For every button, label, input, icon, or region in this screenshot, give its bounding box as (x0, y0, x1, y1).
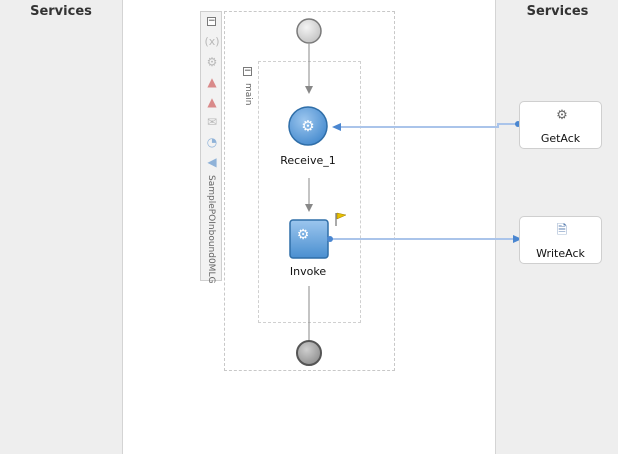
correlation-icon[interactable]: ◀ (207, 155, 217, 169)
scope-collapse-button[interactable]: − (207, 16, 216, 26)
partner-link-icon[interactable]: ▲ (207, 95, 217, 109)
getack-connector[interactable] (332, 121, 521, 131)
invoke-activity[interactable]: ⚙ (289, 219, 329, 259)
left-lane-title: Services (30, 4, 92, 19)
process-scope[interactable] (224, 11, 395, 371)
sequence-name-label: main (243, 83, 253, 106)
gear-icon[interactable]: ⚙ (206, 55, 218, 69)
flag-icon (335, 212, 347, 226)
timer-icon[interactable]: ◔ (206, 135, 218, 149)
end-node[interactable] (296, 340, 322, 366)
writeack-connector[interactable] (327, 235, 522, 243)
partner-link-icon[interactable]: ▲ (207, 75, 217, 89)
receive-label: Receive_1 (280, 154, 336, 167)
invoke-label: Invoke (289, 265, 327, 278)
sequence-collapse-button[interactable]: − (243, 66, 252, 76)
receive-activity[interactable]: ⚙ (288, 106, 328, 146)
scope-name-label: SamplePOInbound0MLG (206, 175, 216, 284)
getack-label: GetAck (540, 132, 581, 145)
getack-service[interactable]: ⚙ GetAck (519, 101, 602, 149)
scope-toolbar: − (x) ⚙ ▲ ▲ ✉ ◔ ◀ SamplePOInbound0MLG (200, 11, 222, 284)
file-adapter-icon: 🗎 (556, 223, 568, 238)
writeack-service[interactable]: 🗎 WriteAck (519, 216, 602, 264)
right-lane-title: Services (526, 4, 589, 19)
svg-text:⚙: ⚙ (301, 117, 314, 135)
left-services-lane: Services (0, 0, 123, 454)
variables-icon[interactable]: (x) (204, 35, 220, 48)
start-node[interactable] (296, 18, 322, 44)
message-icon[interactable]: ✉ (206, 115, 218, 129)
writeack-label: WriteAck (536, 247, 585, 260)
gear-service-icon: ⚙ (556, 108, 568, 123)
svg-text:⚙: ⚙ (297, 227, 310, 243)
